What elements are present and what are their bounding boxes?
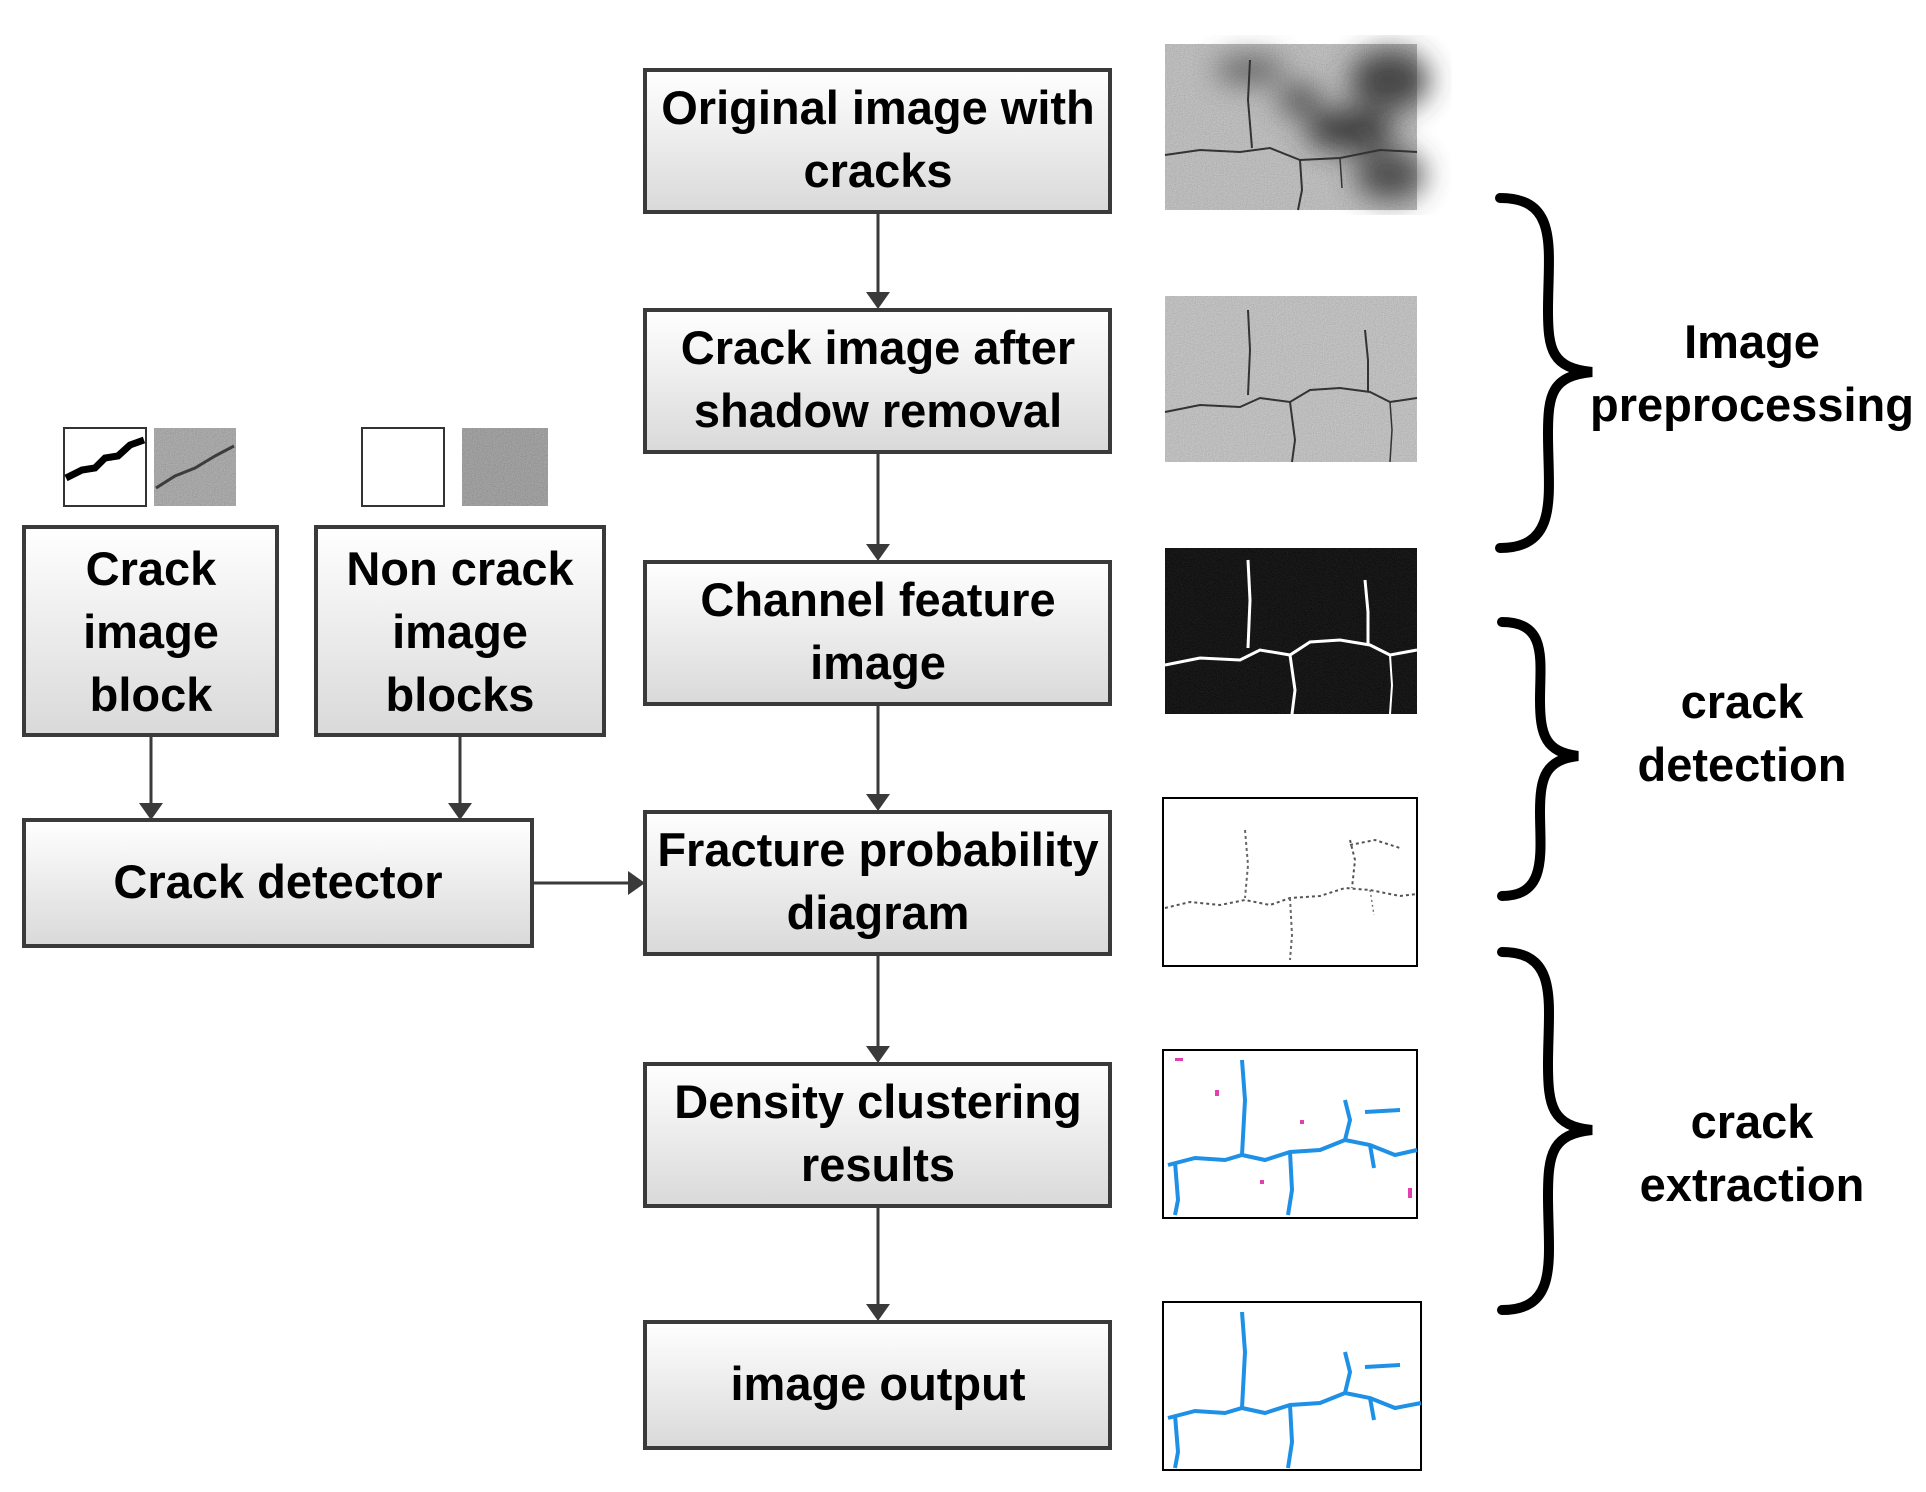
brace-preprocessing [1495, 193, 1593, 553]
box-non-crack-line1: Non crack [346, 542, 574, 595]
label-image-preprocessing-line2: preprocessing [1590, 378, 1914, 431]
channel-feature-photo [1164, 548, 1418, 715]
box-fracture-line1: Fracture probability [657, 823, 1098, 876]
box-original-line2: cracks [804, 144, 953, 197]
brace-extraction [1497, 947, 1593, 1315]
label-image-preprocessing-line1: Image [1684, 315, 1820, 368]
box-image-output: image output [643, 1320, 1112, 1450]
box-crack-image-block: Crack image block [22, 525, 279, 737]
box-original-image: Original image with cracks [643, 68, 1112, 214]
box-density-line1: Density clustering [674, 1075, 1081, 1128]
box-non-crack-blocks: Non crack image blocks [314, 525, 606, 737]
box-crack-block-line2: image [83, 605, 219, 658]
box-crack-block-line3: block [90, 668, 214, 721]
box-non-crack-line2: image [392, 605, 528, 658]
label-crack-extraction-line2: extraction [1640, 1158, 1865, 1211]
box-channel-feature: Channel feature image [643, 560, 1112, 706]
crack-patch-binary [63, 427, 147, 507]
non-crack-patch-white [361, 427, 445, 507]
crack-cluster-lines [1167, 1059, 1418, 1216]
probability-map-photo [1162, 797, 1418, 967]
output-photo [1162, 1301, 1422, 1471]
box-fracture-probability: Fracture probability diagram [643, 810, 1112, 956]
shadow-removed-photo [1164, 296, 1418, 463]
label-crack-extraction-line1: crack [1691, 1095, 1815, 1148]
box-output-line1: image output [730, 1357, 1025, 1410]
box-density-line2: results [801, 1138, 955, 1191]
box-channel-line1: Channel feature [700, 573, 1055, 626]
original-crack-photo [1164, 44, 1430, 211]
box-fracture-line2: diagram [787, 886, 970, 939]
flow-arrows [139, 214, 890, 1321]
label-crack-detection-line1: crack [1681, 675, 1805, 728]
box-shadow-removal: Crack image after shadow removal [643, 308, 1112, 454]
box-crack-detector: Crack detector [22, 818, 534, 948]
box-shadow-line1: Crack image after [681, 321, 1075, 374]
box-detector-line1: Crack detector [113, 855, 442, 908]
crack-patch-gray [154, 428, 236, 506]
noise-cluster-dots [1175, 1058, 1412, 1198]
box-original-line1: Original image with [661, 81, 1095, 134]
brace-detection [1497, 617, 1579, 901]
box-crack-block-line1: Crack [86, 542, 218, 595]
box-density-clustering: Density clustering results [643, 1062, 1112, 1208]
non-crack-patch-gray [462, 428, 548, 506]
box-channel-line2: image [810, 636, 946, 689]
box-non-crack-line3: blocks [386, 668, 535, 721]
box-shadow-line2: shadow removal [694, 384, 1062, 437]
label-crack-detection-line2: detection [1638, 738, 1847, 791]
density-clustering-photo [1162, 1049, 1418, 1219]
